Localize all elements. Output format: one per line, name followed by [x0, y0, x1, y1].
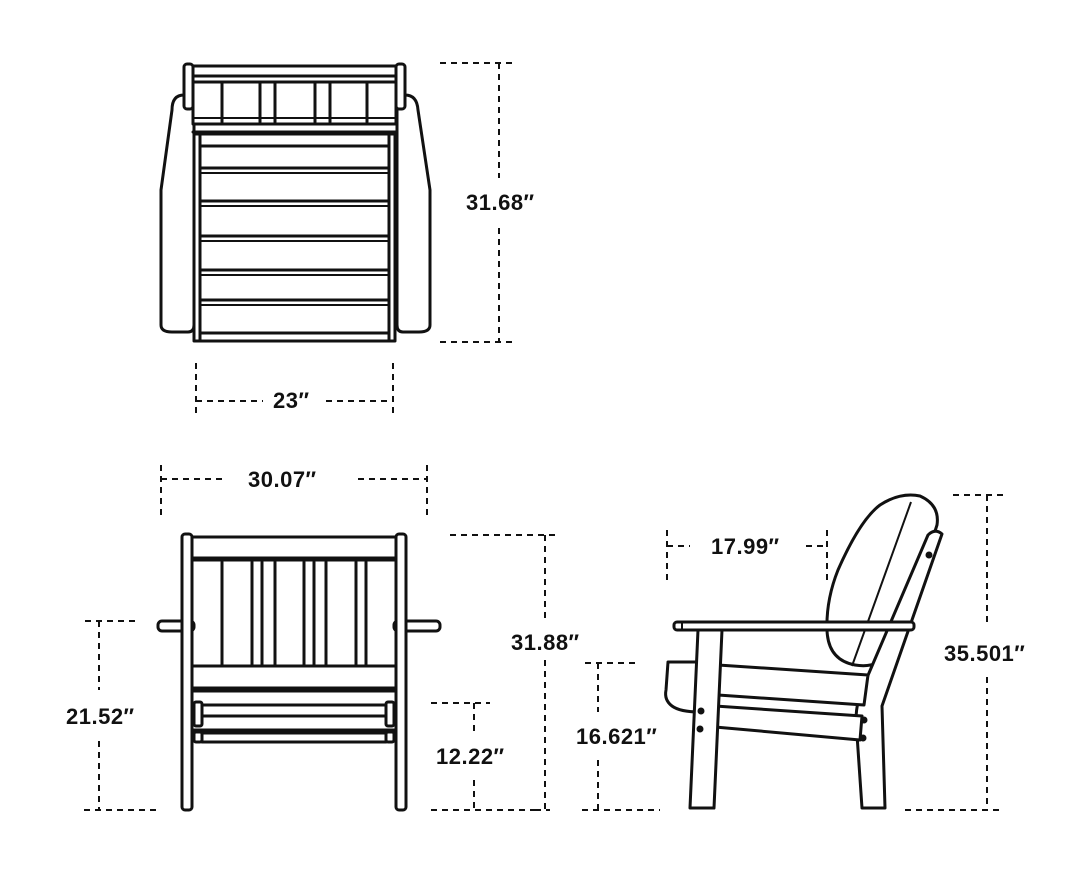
label-side-seat-depth: 17.99″	[711, 534, 780, 559]
dim-front-height	[450, 534, 560, 811]
dim-side-seat-height	[582, 662, 660, 811]
label-front-arm-height: 21.52″	[66, 704, 135, 729]
front-top-rail	[190, 535, 398, 560]
side-front-leg	[688, 628, 724, 810]
dim-top-width	[195, 363, 394, 416]
top-back-rail	[191, 64, 398, 78]
dim-top-depth	[440, 62, 515, 343]
front-view	[84, 465, 560, 812]
dim-front-seat-height	[431, 702, 535, 811]
side-seat-rail	[716, 663, 870, 707]
label-top-depth: 31.68″	[466, 190, 535, 215]
bolt	[860, 716, 868, 724]
front-left-post	[180, 532, 194, 812]
side-lower-rail	[713, 704, 864, 742]
label-top-width: 23″	[273, 388, 310, 413]
front-right-post	[394, 532, 408, 812]
side-view	[582, 493, 1003, 811]
label-front-height: 31.88″	[511, 630, 580, 655]
bolt	[696, 725, 704, 733]
front-lower-rails	[190, 700, 398, 744]
bolt	[859, 734, 867, 742]
label-front-seat-height: 12.22″	[436, 744, 505, 769]
top-seat-slats	[198, 144, 391, 335]
dim-front-width	[160, 465, 428, 518]
top-left-arm	[159, 93, 196, 334]
dim-side-height	[905, 494, 1003, 811]
label-side-seat-height: 16.621″	[576, 724, 658, 749]
dim-front-arm-height	[84, 620, 160, 811]
front-back-slats	[190, 560, 398, 668]
side-arm-rest	[672, 620, 916, 632]
bolt	[925, 551, 933, 559]
label-front-width: 30.07″	[248, 467, 317, 492]
bolt	[697, 707, 705, 715]
label-side-height: 35.501″	[944, 641, 1026, 666]
top-right-arm	[395, 93, 432, 334]
dim-side-seat-depth	[666, 530, 828, 580]
top-view	[159, 62, 515, 416]
